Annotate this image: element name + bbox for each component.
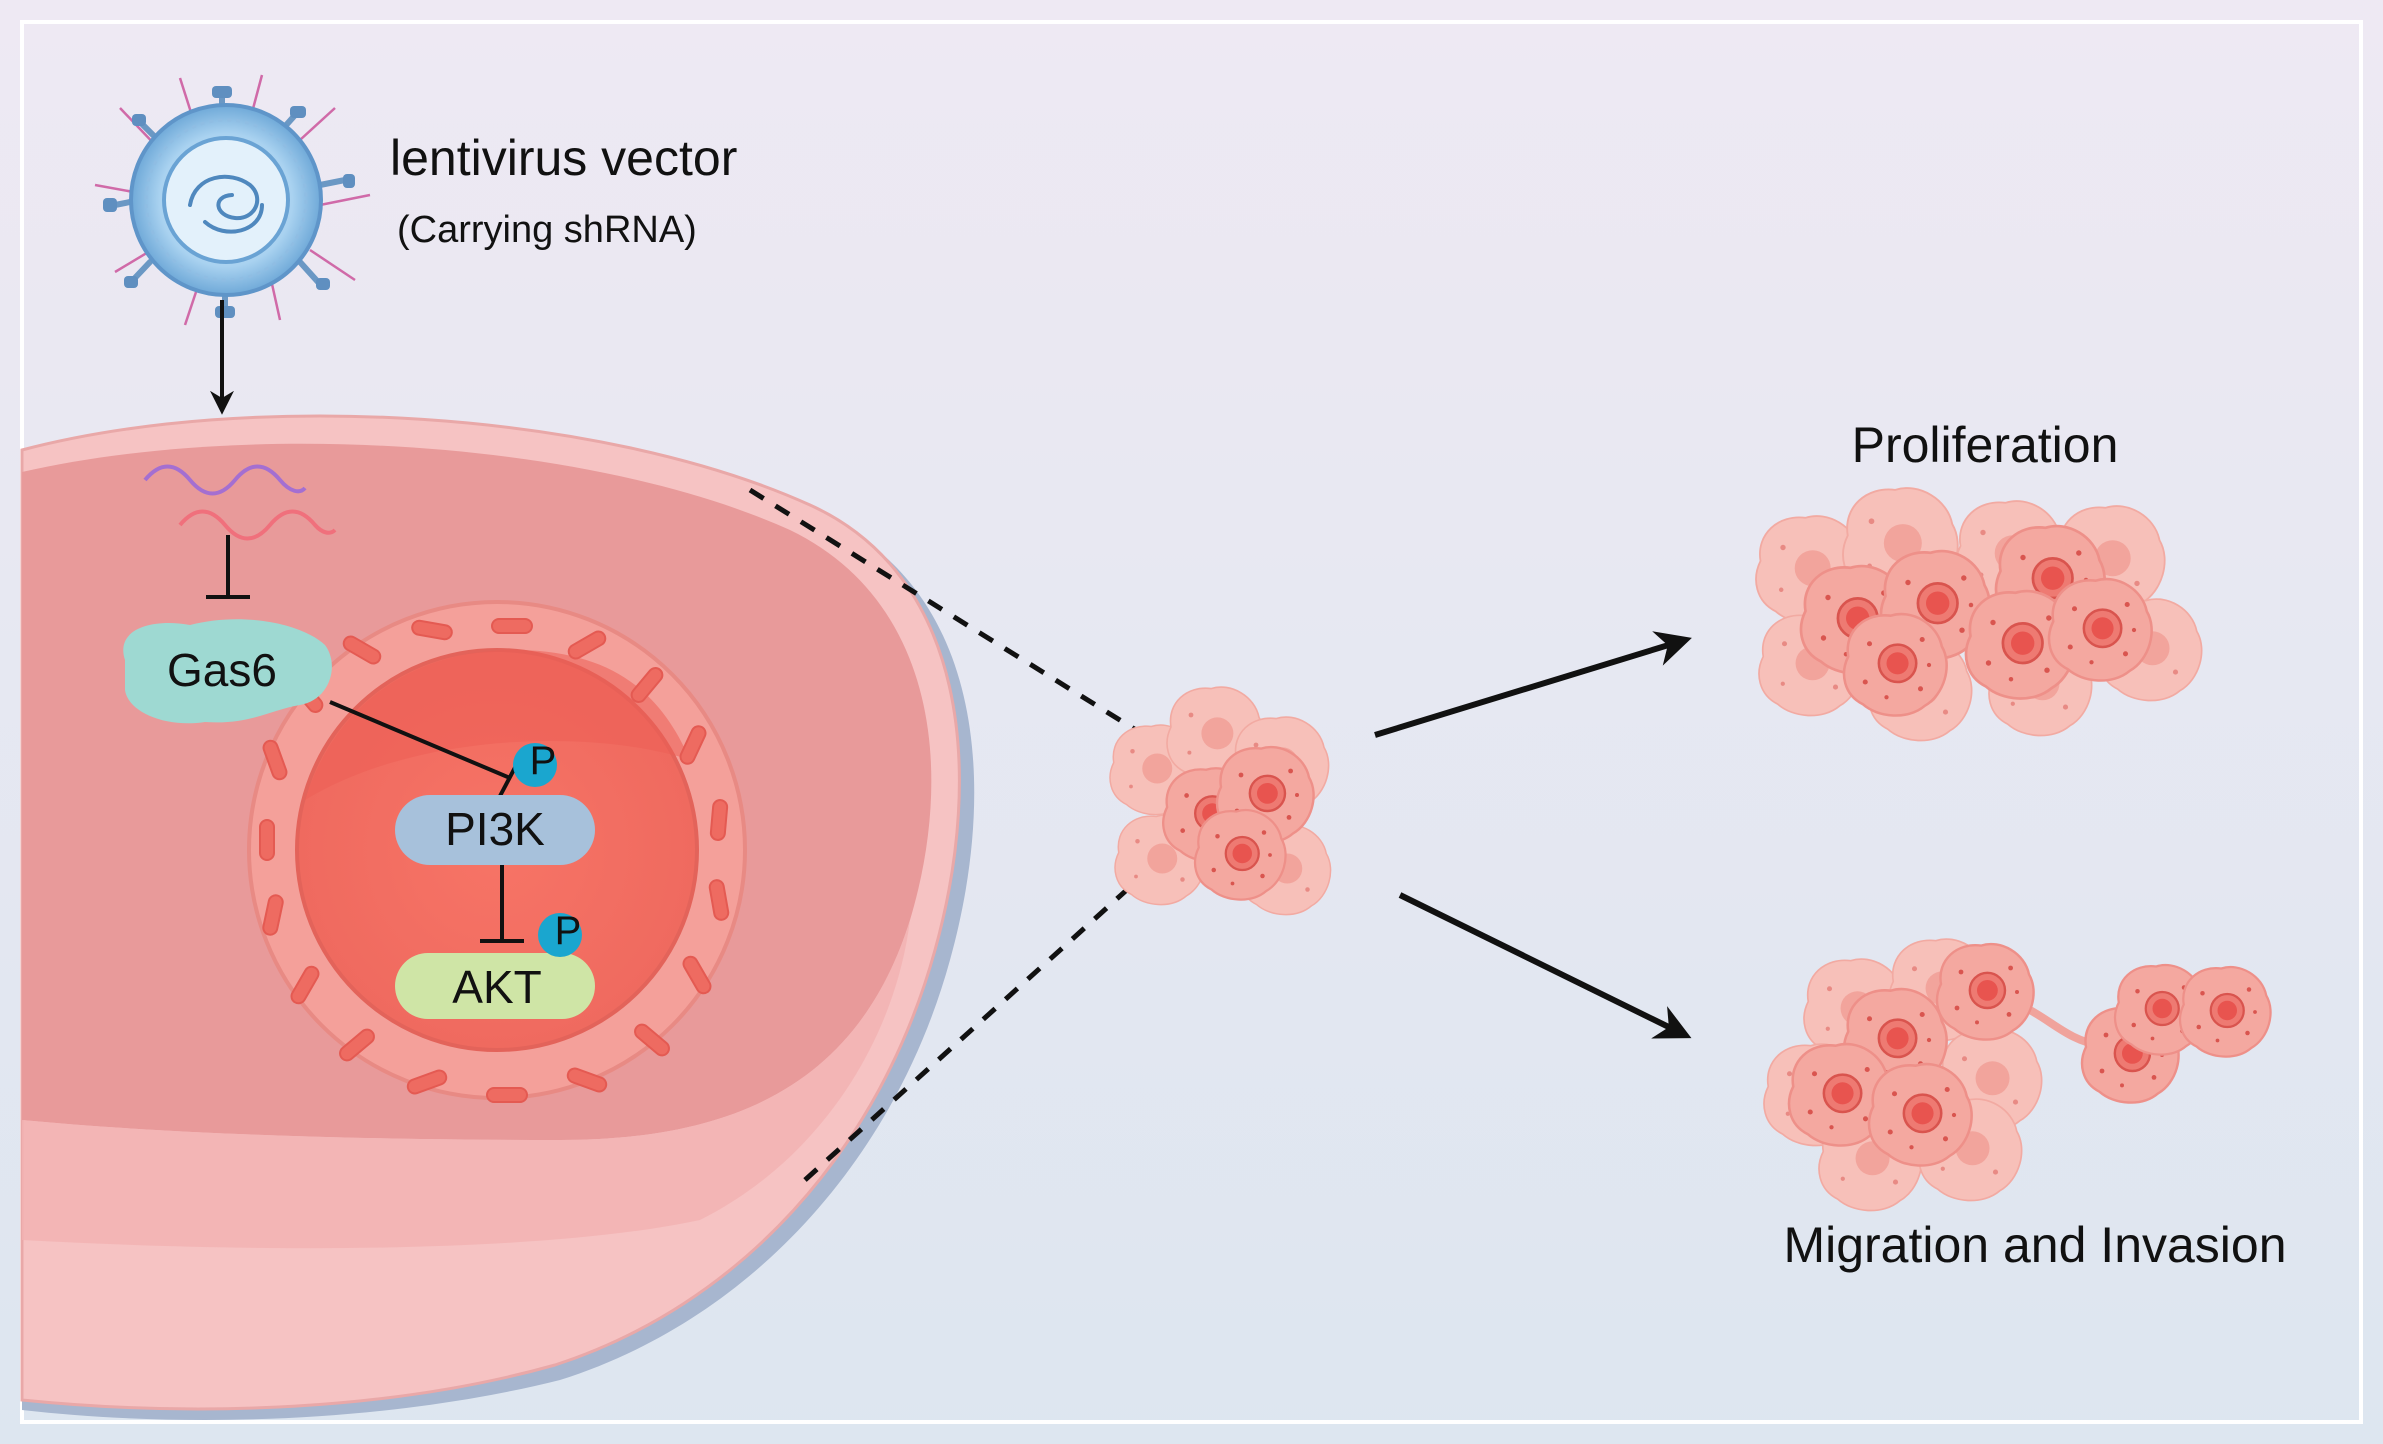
akt-label: AKT	[452, 961, 541, 1013]
pi3k-label: PI3K	[445, 803, 545, 855]
lentivirus-subtitle: (Carrying shRNA)	[397, 209, 697, 251]
pi3k-phosphate-label: P	[530, 739, 557, 783]
arrow-to-proliferation	[1374, 631, 1692, 738]
cell-cluster-migration	[1763, 938, 2272, 1212]
pi3k-inhibits-akt	[480, 865, 524, 943]
akt-phosphate-icon: P	[538, 909, 582, 957]
gas6-protein: Gas6	[123, 619, 332, 724]
akt-phosphate-label: P	[555, 909, 582, 953]
shrna-icon	[143, 464, 337, 541]
akt-protein: AKT	[395, 953, 595, 1019]
gas6-label: Gas6	[167, 644, 277, 696]
pi3k-protein: PI3K	[395, 795, 595, 865]
zoom-lines	[748, 487, 1162, 1182]
shrna-inhibition	[206, 535, 250, 599]
lentivirus-icon	[94, 74, 371, 326]
migration-label: Migration and Invasion	[1783, 1217, 2286, 1273]
proliferation-label: Proliferation	[1852, 417, 2119, 473]
pi3k-phosphate-icon: P	[513, 739, 557, 787]
arrow-to-migration	[1398, 892, 1692, 1039]
lentivirus-title: lentivirus vector	[390, 130, 737, 186]
